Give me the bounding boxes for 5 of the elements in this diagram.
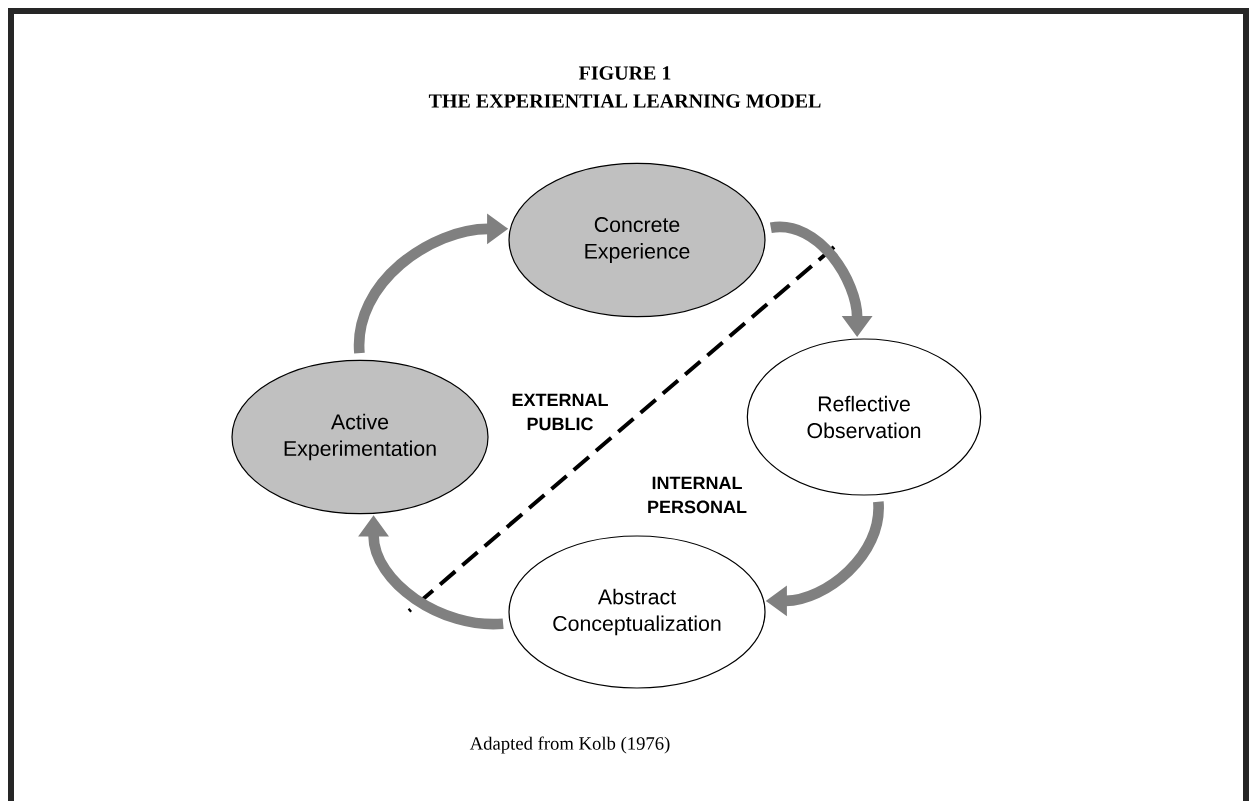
region-label: EXTERNAL PUBLIC — [512, 393, 608, 431]
region-label: INTERNAL PERSONAL — [648, 476, 747, 514]
title: THE EXPERIENTIAL LEARNING MODEL — [428, 94, 821, 108]
figure-number: FIGURE 1 — [578, 66, 671, 80]
caption: Adapted from Kolb (1976) — [469, 736, 670, 754]
